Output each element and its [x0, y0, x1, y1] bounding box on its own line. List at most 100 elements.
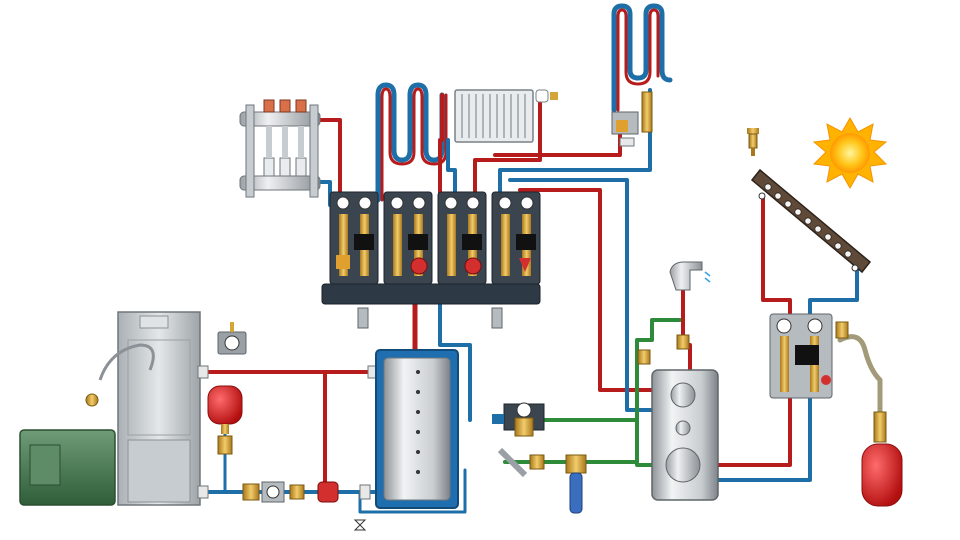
boiler-expansion-vessel	[207, 385, 243, 455]
inlet-hose	[497, 447, 528, 478]
flow-meter-icon	[279, 99, 291, 113]
sun	[812, 116, 888, 190]
buffer-sensor-pockets	[416, 370, 420, 474]
floor-coil-1	[375, 82, 445, 203]
pump-group-4	[491, 191, 541, 285]
cold-water-group	[492, 402, 545, 437]
boiler-inlet-valve-icon	[197, 485, 209, 499]
actuator-icon	[295, 157, 307, 177]
buffer-tank	[375, 349, 459, 509]
thermometer-icon	[807, 318, 823, 334]
inspection-port-icon	[675, 420, 691, 436]
water-filter	[497, 447, 587, 514]
loading-pump-icon	[317, 481, 339, 503]
expansion-vessel-icon	[861, 443, 903, 507]
thermometer-icon	[776, 318, 792, 334]
mixing-valve-icon	[336, 255, 350, 269]
solar-expansion-vessel	[861, 411, 903, 507]
buffer-return-riser	[438, 303, 472, 422]
pressure-gauge-icon	[516, 402, 532, 418]
valve-icon	[619, 137, 635, 147]
hot-water-to-tap-pipe	[635, 318, 682, 422]
distribution-header	[321, 283, 541, 329]
boiler-display	[139, 315, 169, 329]
hopper-door	[29, 444, 61, 486]
radiator	[454, 89, 558, 143]
thermostatic-head-icon	[535, 89, 549, 103]
solar-pump-icon	[795, 345, 819, 365]
thermometer-icon	[498, 196, 512, 210]
boiler-outlet-valve-icon	[197, 365, 209, 379]
radiator-supply-pipe	[473, 96, 542, 202]
pump-icon	[464, 257, 482, 275]
collector-port-icon	[851, 264, 859, 272]
manifold-supply-pipe	[318, 118, 342, 197]
actuator-icon	[263, 157, 275, 177]
mixing-valve-icon	[616, 120, 628, 132]
floor-coil-2	[611, 3, 673, 113]
solar-return-pipe	[716, 266, 859, 482]
dhw-cylinder	[651, 369, 719, 501]
collector-tubes	[764, 183, 852, 258]
radiator-valve-icon	[550, 92, 558, 100]
manifold-return-pipe	[318, 180, 332, 207]
thermometer-icon	[358, 196, 372, 210]
pump-group-3	[437, 191, 487, 285]
inspection-port-icon	[670, 382, 696, 408]
thermometer-icon	[520, 196, 534, 210]
thermometer-icon	[466, 196, 480, 210]
boiler-feed-auger	[98, 343, 155, 381]
floor-coil-1-riser	[438, 93, 444, 202]
boiler-ash-door	[127, 439, 191, 503]
header-bracket-icon	[491, 307, 503, 329]
pellet-boiler	[19, 311, 201, 506]
pump-group-2	[383, 191, 433, 285]
filter-head-icon	[565, 454, 587, 474]
thermometer-icon	[412, 196, 426, 210]
solar-expansion-hose	[837, 334, 883, 423]
vessel-valve-icon	[217, 435, 233, 455]
valve-icon	[359, 484, 371, 500]
gauge-valve-icon	[230, 322, 234, 332]
boiler-gauge	[217, 322, 247, 355]
floor-coil-2-supply	[616, 8, 660, 112]
solar-collector	[750, 168, 872, 274]
actuator-icon	[279, 157, 291, 177]
header-bracket-icon	[357, 307, 369, 329]
pump-icon	[410, 257, 428, 275]
pressure-reducer-icon	[514, 417, 534, 437]
dhw-coil-return-pipe	[508, 178, 657, 412]
inlet-connector-icon	[492, 414, 504, 424]
cold-water-pipe	[543, 418, 657, 467]
floor-coil-1-supply	[380, 87, 448, 202]
water-drops-icon	[704, 271, 711, 283]
faucet-icon	[669, 261, 703, 291]
pump-head-icon	[462, 234, 482, 250]
pump-head-icon	[408, 234, 428, 250]
radiator-fins	[461, 94, 526, 138]
dhw-valve-icon	[676, 334, 690, 350]
safety-valve-icon	[85, 393, 99, 407]
pump-head-icon	[516, 234, 536, 250]
pump-head-icon	[354, 234, 374, 250]
return-thermometer-icon	[266, 485, 280, 499]
radiator-return-pipe	[446, 138, 457, 202]
filter-bowl-icon	[569, 472, 583, 514]
solar-pump-station	[769, 313, 849, 399]
tap	[669, 261, 711, 291]
fill-valve-icon	[835, 321, 849, 339]
vessel-valve-icon	[873, 411, 887, 443]
solar-supply-pipe	[716, 193, 792, 467]
dhw-mixing-valve-icon	[637, 349, 651, 365]
air-vent-icon	[747, 128, 759, 134]
underfloor-manifold	[239, 99, 321, 198]
air-vent	[747, 128, 759, 156]
boiler-loading-unit	[197, 365, 379, 531]
coil-2-mixing-unit	[611, 91, 653, 147]
drain-valve-icon	[353, 519, 367, 531]
check-valve-icon	[519, 258, 531, 272]
boiler-front-panel	[127, 339, 191, 436]
collector-port-icon	[758, 192, 766, 200]
safety-valve-icon	[821, 375, 831, 385]
